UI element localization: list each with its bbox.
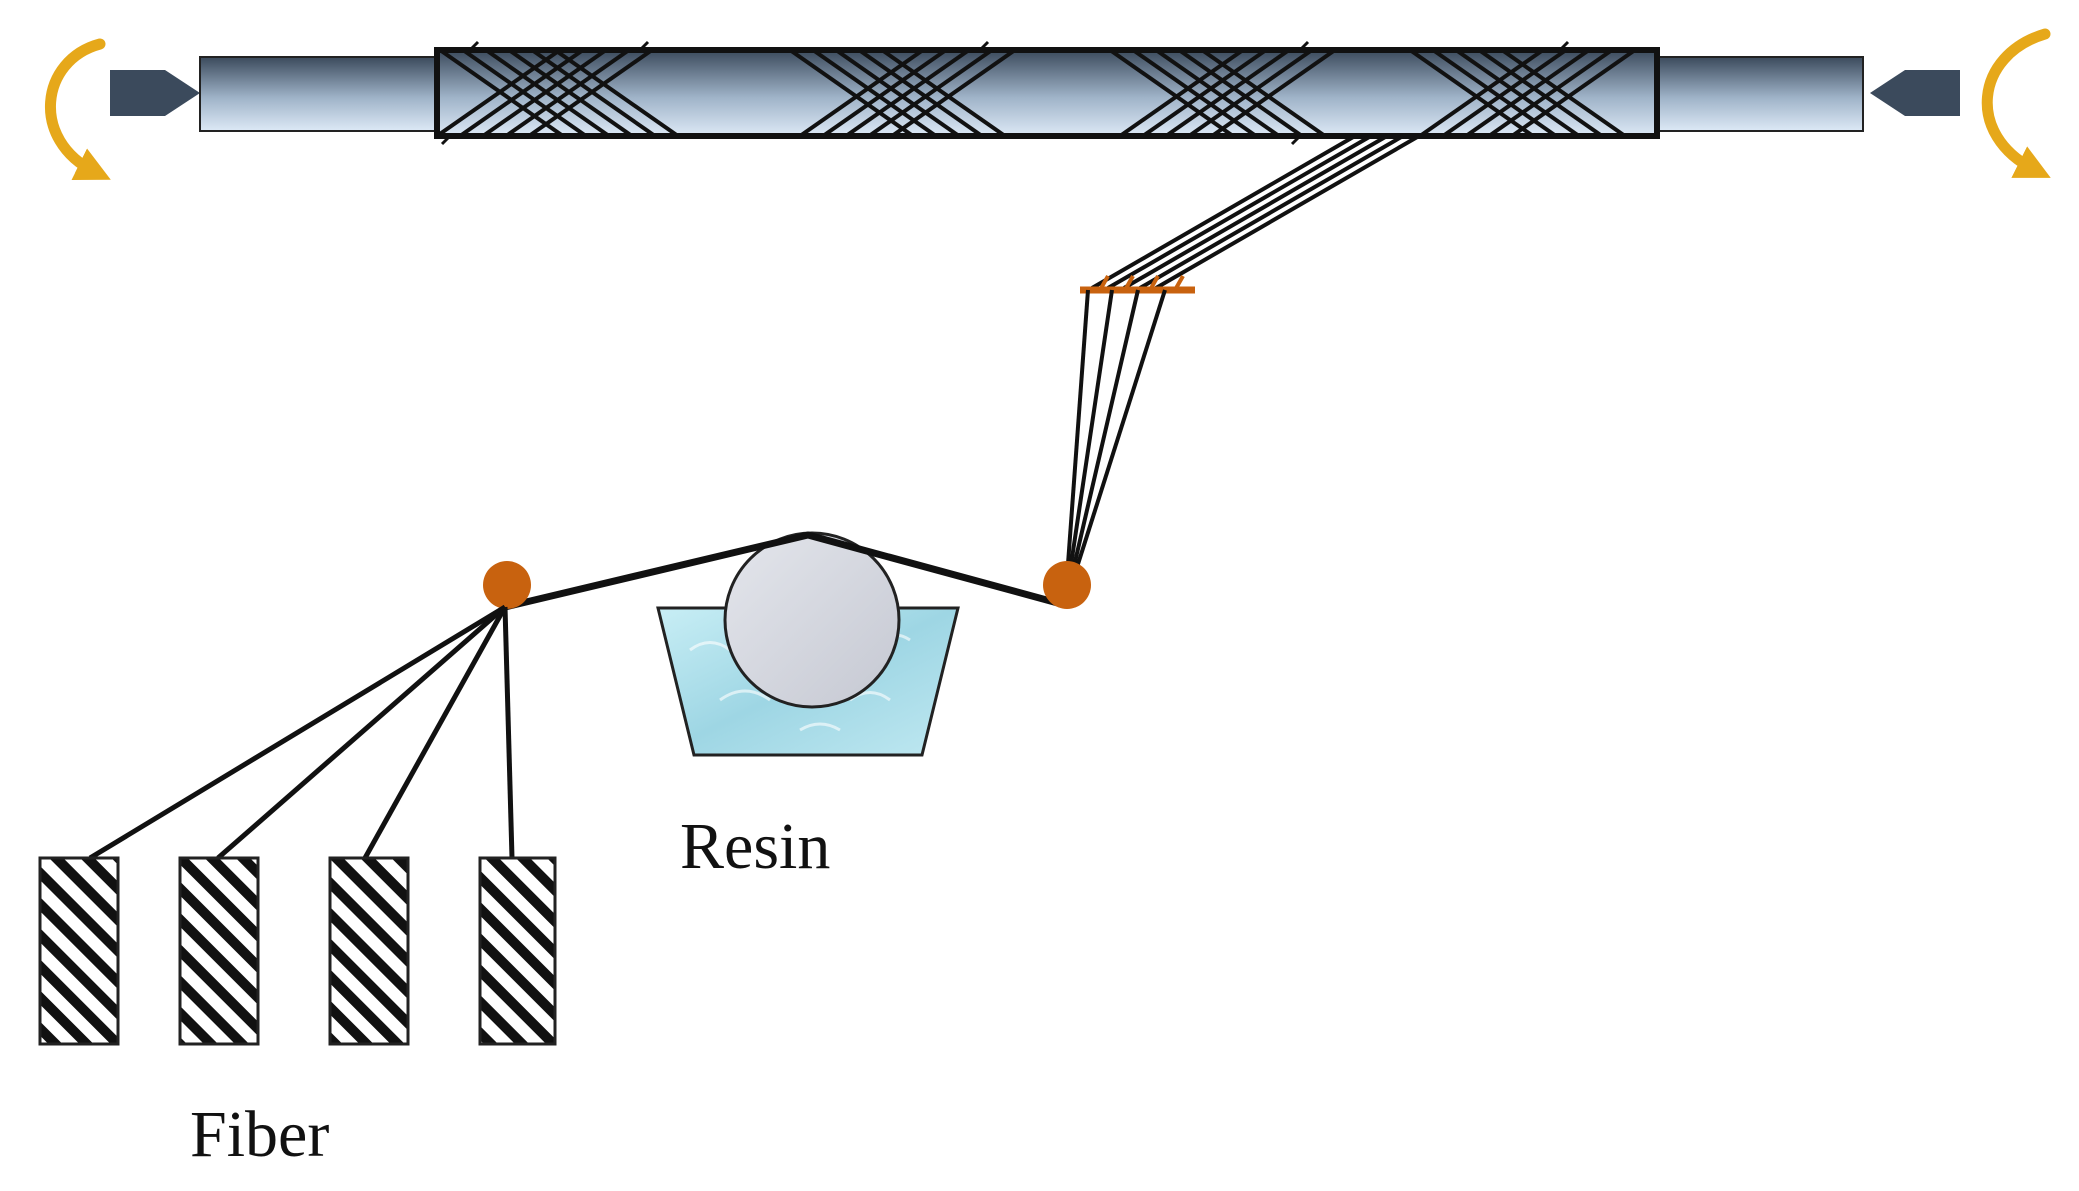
chuck-left-icon (110, 70, 200, 116)
fiber-strands-from-spools (88, 604, 515, 861)
fiber-fan-to-comb (1063, 289, 1167, 606)
fiber-spool-4 (478, 856, 557, 1046)
impregnation-drum (723, 531, 901, 709)
fiber-spool-2 (178, 856, 260, 1046)
guide-roller-left (483, 561, 531, 609)
fiber-band-to-mandrel (1090, 134, 1421, 290)
chuck-right-icon (1870, 70, 1960, 116)
rotation-arrow-right-icon (1981, 28, 2051, 178)
fiber-main-path (504, 531, 1066, 611)
fiber-label: Fiber (190, 1098, 330, 1171)
guide-roller-right (1043, 561, 1091, 609)
rotation-arrow-left-icon (44, 38, 111, 180)
resin-label: Resin (680, 810, 831, 883)
fiber-spool-1 (38, 856, 120, 1046)
fiber-spool-3 (328, 856, 410, 1046)
mandrel-wound-section (434, 40, 1660, 146)
